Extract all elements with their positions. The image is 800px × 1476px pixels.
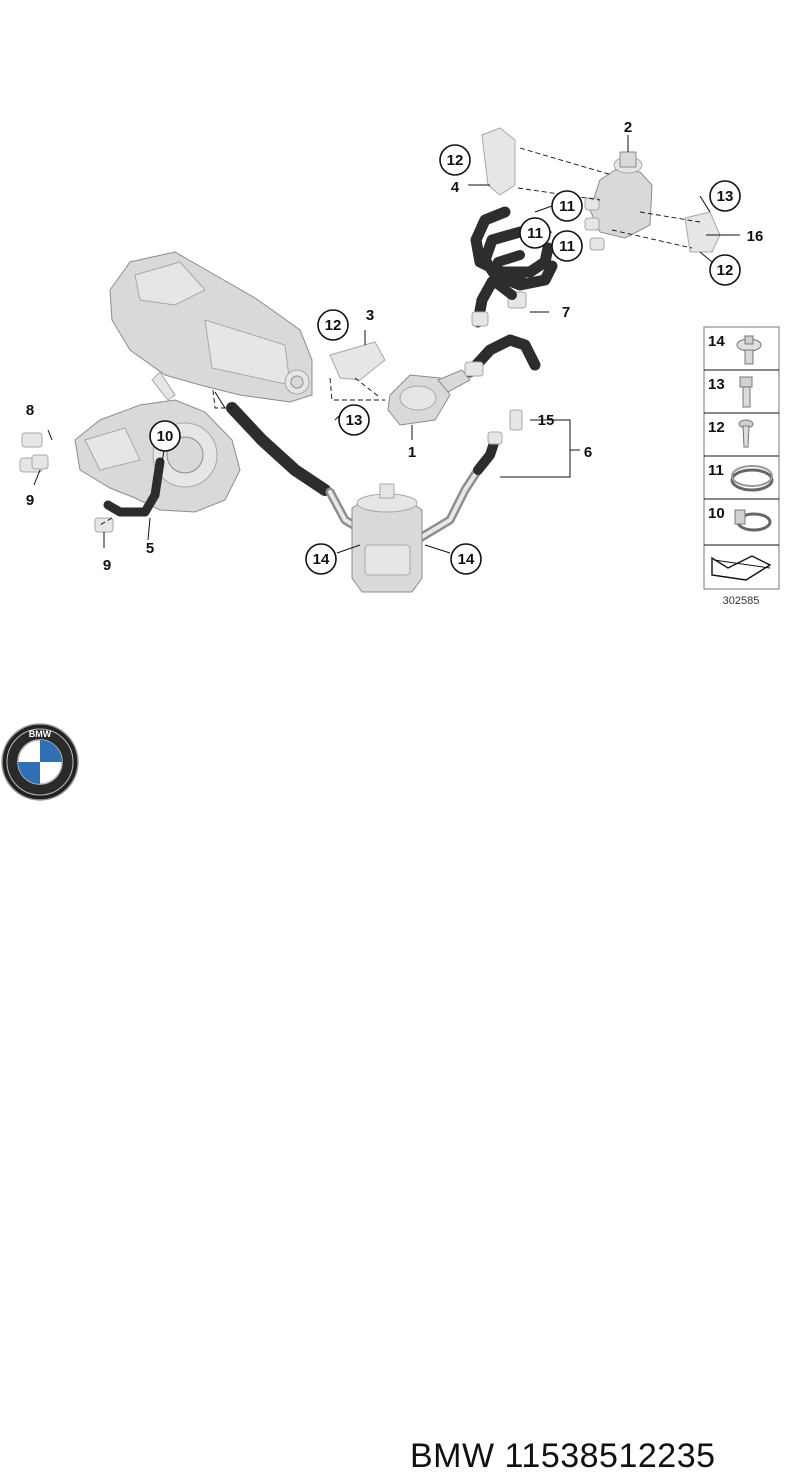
callout-label: 13 (346, 412, 363, 429)
callout-label: 11 (559, 238, 575, 255)
legend-label-10: 10 (708, 505, 725, 522)
hose-egr-outlet (226, 402, 331, 496)
hose-7 (464, 334, 541, 378)
callout-13-center (338, 404, 370, 436)
callout-label-6: 6 (584, 444, 592, 461)
parts-diagram: 12 4 2 11 11 11 13 16 12 7 3 12 13 1 15 … (19, 119, 780, 607)
callout-label-4: 4 (451, 179, 460, 196)
sensor-15 (509, 409, 523, 431)
callout-label: 10 (157, 428, 174, 445)
callout-label-7: 7 (562, 304, 570, 321)
hose-connector-8 (19, 432, 114, 533)
legend-label-12: 12 (708, 419, 725, 436)
legend-label-13: 13 (708, 376, 725, 393)
callout-label-1: 1 (408, 444, 416, 461)
arrow-icon (711, 555, 772, 581)
auxiliary-water-pump (329, 341, 471, 426)
callout-12-right (709, 254, 741, 286)
screw-14-icon (736, 335, 762, 365)
callout-11-c (551, 230, 583, 262)
hose-clamp-11-icon (730, 465, 774, 492)
hose-6 (473, 435, 500, 475)
footer: BMW BMW 11538512235 (0, 700, 800, 1475)
parts-legend: 14 13 12 11 10 (703, 326, 780, 590)
callout-label: 14 (458, 551, 475, 568)
part-number-caption: BMW 11538512235 (410, 1437, 716, 1475)
callout-label-9: 9 (26, 492, 34, 509)
screw-12-icon (738, 419, 754, 448)
callout-12-top-left (439, 144, 471, 176)
svg-text:BMW: BMW (29, 729, 52, 739)
callout-label-16: 16 (747, 228, 764, 245)
callout-label: 12 (325, 317, 342, 334)
hose-5 (103, 457, 165, 517)
egr-cooler (109, 251, 313, 403)
diagram-reference-number: 302585 (723, 595, 760, 607)
callout-label-9: 9 (103, 557, 111, 574)
callout-label: 13 (717, 188, 734, 205)
callout-11-a (551, 190, 583, 222)
changeover-valve (584, 151, 653, 251)
callout-label: 11 (559, 198, 575, 215)
coolant-filter-housing (351, 483, 423, 593)
callout-label: 14 (313, 551, 330, 568)
callout-label: 11 (527, 225, 543, 242)
upper-hose-bundle (470, 206, 558, 300)
callout-label: 12 (717, 262, 734, 279)
callout-12-center (317, 309, 349, 341)
callout-14-right (450, 543, 482, 575)
callout-label-8: 8 (26, 402, 34, 419)
callout-label-5: 5 (146, 540, 154, 557)
legend-label-11: 11 (708, 462, 724, 479)
callout-14-left (305, 543, 337, 575)
spring-clamp-10-icon (734, 509, 772, 532)
bmw-roundel-logo: BMW (1, 723, 79, 801)
callout-label-2: 2 (624, 119, 632, 136)
bracket-16 (684, 211, 721, 253)
callout-11-b (519, 217, 551, 249)
legend-label-14: 14 (708, 333, 725, 350)
intake-housing (74, 399, 241, 513)
callout-label-3: 3 (366, 307, 374, 324)
callout-13-top-right (709, 180, 741, 212)
bolt-13-icon (739, 376, 753, 408)
callout-label: 12 (447, 152, 464, 169)
callout-label-15: 15 (538, 412, 555, 429)
callout-10 (149, 420, 181, 452)
